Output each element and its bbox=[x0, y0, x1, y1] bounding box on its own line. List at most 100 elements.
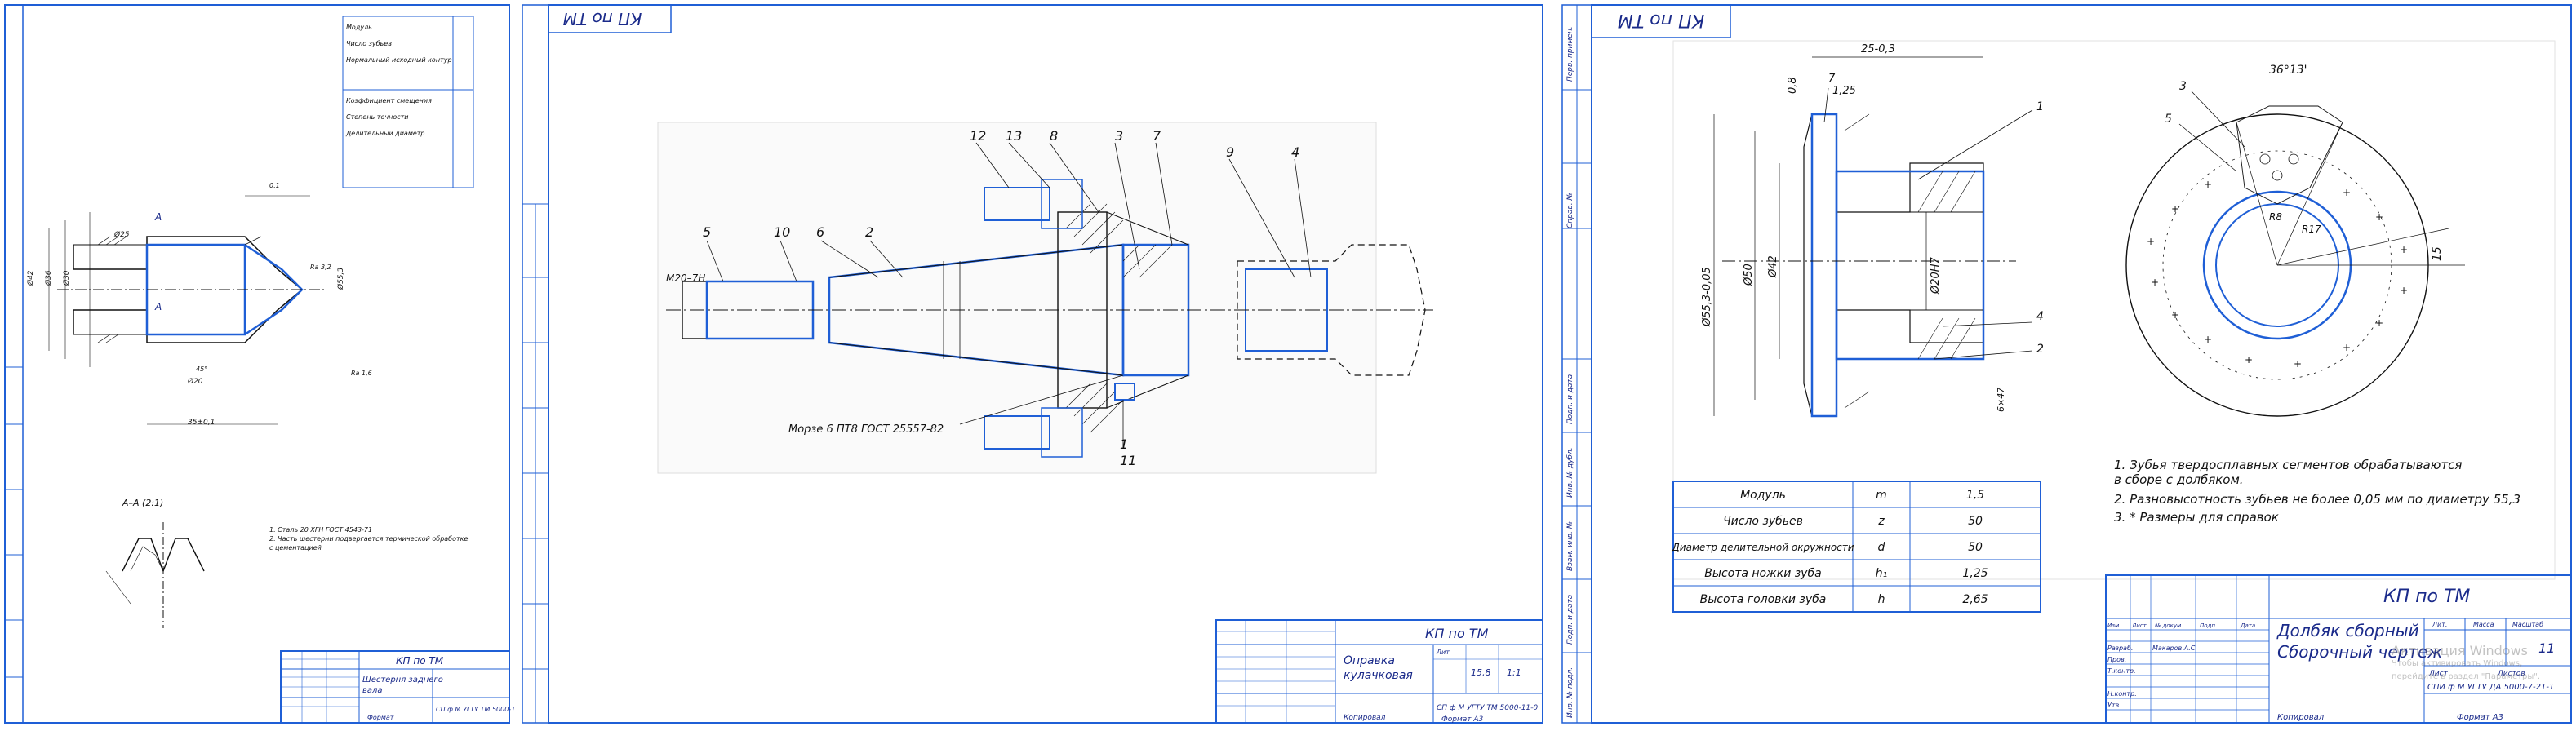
svg-text:+: + bbox=[2147, 236, 2155, 247]
s3-callout-2: 2 bbox=[2036, 343, 2044, 356]
svg-text:+: + bbox=[2375, 211, 2383, 223]
sheet-2-doc-code: СП ф М УГТУ ТМ 5000-11-0 bbox=[1437, 704, 1538, 712]
callout-10: 10 bbox=[774, 224, 790, 240]
title-block-sheet-1: КП по ТМ Шестерня заднего вала СП ф М УГ… bbox=[280, 650, 526, 724]
section-aa-view bbox=[105, 522, 205, 628]
s3-callout-4: 4 bbox=[2036, 310, 2044, 323]
param-val-4: 1,25 bbox=[1962, 567, 1988, 580]
drawing-sheet-3: Перв. примен. Справ. № Подп. и дата Инв.… bbox=[1559, 0, 2576, 728]
dim-9: 35±0,1 bbox=[188, 419, 215, 427]
stamp-head-2: Лист bbox=[2131, 622, 2147, 629]
dim-3: Ø30 bbox=[62, 270, 71, 286]
svg-text:+: + bbox=[2343, 187, 2351, 198]
sheet-3-callouts: 1 7 1,25 0,8 25-0,3 4 2 Ø55,3-0,05 Ø50 Ø… bbox=[1701, 43, 2044, 412]
svg-text:+: + bbox=[2171, 309, 2179, 321]
param-sym-5: h bbox=[1878, 593, 1885, 606]
sheet-3-canvas: Перв. примен. Справ. № Подп. и дата Инв.… bbox=[1561, 4, 2572, 724]
face-view-callouts: 3 5 36°13' 15 R8 R17 bbox=[2165, 64, 2444, 261]
svg-text:+: + bbox=[2400, 244, 2408, 255]
sheet-1-canvas: Модуль Число зубьев Нормальный исходный … bbox=[4, 4, 526, 724]
watermark-hint: Чтобы активировать Windows, перейдите в … bbox=[2392, 659, 2541, 681]
svg-text:+: + bbox=[2375, 317, 2383, 329]
s3-callout-7: 7 bbox=[1828, 73, 1836, 85]
sheet-2-callouts: 12 13 8 3 7 9 4 5 10 6 2 1 11 M20–7H Мор… bbox=[666, 128, 1299, 468]
callout-7: 7 bbox=[1153, 128, 1161, 144]
svg-text:+: + bbox=[2245, 354, 2253, 366]
strip-1: Перв. примен. bbox=[1566, 26, 1574, 82]
param-val-5: 2,65 bbox=[1962, 593, 1988, 606]
s3-dim-d42: Ø42 bbox=[1767, 255, 1779, 278]
sheet-2-stamp-title: КП по ТМ bbox=[1425, 626, 1489, 641]
stamp-head-9: Лист bbox=[2428, 670, 2449, 678]
param-sym-2: z bbox=[1877, 515, 1885, 528]
sheet-2-part-name-1: Оправка bbox=[1344, 654, 1395, 667]
sheet-2-canvas: КП по ТМ bbox=[522, 4, 1543, 724]
sheet-2-format: Формат А3 bbox=[1441, 715, 1484, 724]
dim-10: Ra 3,2 bbox=[310, 264, 331, 271]
title-block-sheet-3: КП по ТМ Долбяк сборный Сборочный чертеж… bbox=[2105, 574, 2572, 724]
section-aa-title: А–А (2:1) bbox=[122, 498, 163, 508]
s3-note-3: 2. Разновысотность зубьев не более 0,05 … bbox=[2114, 492, 2520, 507]
sheet-3-copied: Копировал bbox=[2277, 713, 2325, 722]
s3-callout-125: 1,25 bbox=[1832, 85, 1856, 97]
cutter-section-view bbox=[1713, 56, 2016, 418]
stamp-head-1: Изм bbox=[2107, 622, 2120, 629]
dim-5: Ø20 bbox=[187, 377, 203, 386]
stamp-head-8: Масштаб bbox=[2512, 621, 2543, 628]
sheet-3-stamp-title: КП по ТМ bbox=[2383, 587, 2470, 607]
param-val-1: 1,5 bbox=[1966, 489, 1984, 502]
param-val-2: 50 bbox=[1968, 515, 1983, 528]
spec-line-6: Делительный диаметр bbox=[345, 130, 425, 137]
morse-label: Морзе 6 ПТ8 ГОСТ 25557-82 bbox=[788, 423, 944, 436]
s3-callout-5: 5 bbox=[2165, 113, 2172, 126]
svg-text:+: + bbox=[2204, 179, 2212, 190]
sheet-3-left-strip: Перв. примен. Справ. № Подп. и дата Инв.… bbox=[1566, 26, 1574, 718]
param-name-1: Модуль bbox=[1740, 489, 1786, 502]
param-sym-3: d bbox=[1878, 541, 1885, 554]
param-name-3: Диаметр делительной окружности bbox=[1671, 542, 1854, 553]
cutter-face-view: ++++ ++++ ++++ ++ bbox=[2125, 105, 2465, 417]
sheet-3-format: Формат А3 bbox=[2457, 713, 2503, 722]
s3-dim-d553: Ø55,3-0,05 bbox=[1701, 267, 1713, 327]
param-sym-1: m bbox=[1876, 489, 1887, 502]
sheet-2-corner-tag: КП по ТМ bbox=[563, 9, 642, 29]
sheet-3-sheet-number: 11 bbox=[2538, 640, 2555, 656]
stamp-head-3: № докум. bbox=[2154, 622, 2183, 629]
sheet-1-part-name-1: Шестерня заднего bbox=[362, 676, 443, 684]
drawing-sheet-2: КП по ТМ bbox=[519, 0, 1546, 728]
spec-line-5: Степень точности bbox=[346, 113, 408, 121]
sheet-1-dimensions: Ø42 Ø36 Ø30 Ø25 Ø20 Ø55,3 0,1 45° 35±0,1… bbox=[26, 182, 372, 427]
svg-text:+: + bbox=[2204, 334, 2212, 345]
strip-4: Инв. № дубл. bbox=[1566, 447, 1574, 498]
strip-7: Инв. № подл. bbox=[1566, 667, 1574, 718]
spec-line-3: Нормальный исходный контур bbox=[346, 56, 452, 64]
spec-line-2: Число зубьев bbox=[346, 40, 392, 47]
param-name-4: Высота ножки зуба bbox=[1704, 567, 1821, 580]
s3-callout-15: 15 bbox=[2431, 246, 2444, 261]
s3-angle-label: 36°13' bbox=[2269, 64, 2307, 77]
corner-tag-sheet-2: КП по ТМ bbox=[548, 4, 672, 33]
sheet-1-stamp-title: КП по ТМ bbox=[396, 655, 444, 667]
thread-label: M20–7H bbox=[666, 272, 705, 284]
spec-line-4: Коэффициент смещения bbox=[346, 97, 432, 104]
sheet-1-notes: 1. Сталь 20 ХГН ГОСТ 4543-71 2. Часть ше… bbox=[269, 526, 469, 552]
s3-dim-d50: Ø50 bbox=[1743, 264, 1755, 286]
dim-8: 45° bbox=[196, 366, 207, 373]
dim-7: 0,1 bbox=[269, 182, 280, 189]
callout-8: 8 bbox=[1050, 128, 1058, 144]
developer-name: Макаров А.С. bbox=[2152, 645, 2197, 652]
sheet-3-drawing-name-2: Сборочный чертеж bbox=[2277, 642, 2442, 662]
callout-2: 2 bbox=[865, 224, 873, 240]
s3-radius-r8: R8 bbox=[2269, 211, 2282, 223]
role-3: Т.контр. bbox=[2107, 667, 2136, 675]
sheet-1-doc-code: СП ф М УГТУ ТМ 5000-11-1 bbox=[436, 706, 516, 713]
sheet-2-litera: Лит bbox=[1436, 649, 1450, 656]
gear-parameters-table: Модуль m 1,5 Число зубьев z 50 Диаметр д… bbox=[1671, 481, 2041, 613]
callout-13: 13 bbox=[1006, 128, 1022, 144]
dim-1: Ø42 bbox=[26, 270, 35, 286]
role-4: Н.контр. bbox=[2107, 690, 2137, 698]
s3-callout-25: 25-0,3 bbox=[1861, 43, 1895, 55]
stamp-head-6: Лит. bbox=[2432, 621, 2447, 628]
gear-shaft-view bbox=[48, 195, 326, 425]
mandrel-assembly-view bbox=[666, 179, 1433, 458]
